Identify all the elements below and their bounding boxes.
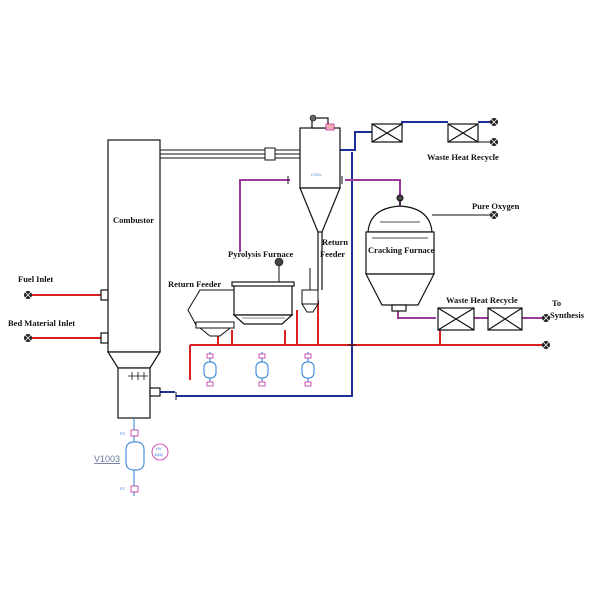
pure-oxygen-label: Pure Oxygen (472, 201, 520, 211)
flue-line-return-main (176, 152, 353, 397)
pump-icon[interactable] (203, 352, 217, 387)
valve-icon[interactable] (542, 314, 550, 322)
valve-icon[interactable] (24, 334, 32, 342)
valve-icon[interactable] (490, 118, 498, 126)
cyclone-top-outlet (311, 117, 329, 129)
valve-icon[interactable] (542, 341, 550, 349)
cracking-furnace[interactable] (365, 205, 435, 312)
combustor[interactable] (100, 139, 162, 419)
hv-valve-icon[interactable] (151, 443, 169, 461)
waste-heat-recycle-bottom[interactable] (437, 307, 523, 331)
cracking-cone (365, 273, 435, 306)
cracking-body (365, 231, 435, 275)
flue-line-whr-top-link (400, 121, 448, 133)
return-feeder-left-label: Return Feeder (168, 279, 221, 289)
vessel-v1003[interactable] (125, 418, 169, 496)
to-synthesis-label-2: Synthesis (550, 310, 585, 320)
pump-icon[interactable] (301, 352, 315, 387)
return-feeder-left[interactable] (187, 289, 235, 337)
flue-line-cyclone-to-whr (340, 131, 372, 151)
valve-icon[interactable] (325, 123, 335, 131)
gauge-icon (309, 114, 317, 122)
pump-icon[interactable] (255, 352, 269, 387)
motor-icon (274, 257, 284, 267)
pipe-breaks (175, 176, 356, 400)
waste-heat-recycle-top-label: Waste Heat Recycle (427, 152, 499, 162)
pyrolysis-lid (231, 281, 295, 287)
fc-tag-top: FC (120, 431, 125, 436)
cyclone[interactable] (299, 117, 341, 290)
waste-heat-recycle-bottom-label: Waste Heat Recycle (446, 295, 518, 305)
feed-pumps (203, 352, 315, 387)
steam-lines (28, 294, 545, 380)
cracking-outlet (391, 304, 407, 312)
pyrolysis-furnace-label: Pyrolysis Furnace (228, 249, 293, 259)
pyrolysis-agitator (274, 257, 284, 282)
return-feeder-right[interactable] (301, 268, 319, 313)
port-icon (396, 194, 404, 202)
hv-tag-2: 1002 (154, 452, 164, 457)
vessel-tag-v1003: V1003 (94, 454, 120, 464)
riser-duct (160, 147, 310, 161)
combustor-riser (107, 139, 161, 353)
combustor-bottom-distributor (128, 372, 148, 380)
combustor-hopper (106, 351, 162, 369)
pyrolysis-bottom (232, 314, 294, 325)
return-feeder-right-label-1: Return (322, 237, 348, 247)
cyclone-cone (299, 187, 341, 233)
bed-material-inlet-label: Bed Material Inlet (8, 318, 75, 328)
gas-line-pyro-to-cyclone (239, 179, 290, 252)
combustor-label: Combustor (113, 215, 154, 225)
return-feeder-right-label-2: Feeder (320, 249, 345, 259)
gas-line-cyclone-to-cracker (345, 179, 401, 205)
valve-icon[interactable] (24, 291, 32, 299)
pyrolysis-body (233, 284, 293, 316)
fuel-inlet-label: Fuel Inlet (18, 274, 53, 284)
combustor-exit-duct (149, 387, 161, 397)
cracking-furnace-label: Cracking Furnace (368, 245, 435, 255)
gas-line-cracker-out (397, 310, 436, 319)
hv-tag-1: HV (156, 446, 162, 451)
cracking-top-ports (396, 194, 404, 207)
terminal-connectors (24, 118, 550, 349)
waste-heat-recycle-top[interactable] (371, 123, 479, 143)
pyrolysis-furnace[interactable] (231, 281, 295, 325)
combustor-inlet-nozzle-fuel (100, 289, 109, 301)
fc-tag-bottom: FC (120, 486, 125, 491)
cyclone-tag: CYCL (311, 172, 322, 177)
valve-icon[interactable] (490, 211, 498, 219)
combustor-inlet-nozzle-bed (100, 332, 109, 344)
combustor-base (117, 367, 151, 419)
cracking-dome (367, 205, 433, 233)
cyclone-body (299, 127, 341, 189)
cyclone-instruments (309, 114, 335, 131)
to-synthesis-label-1: To (552, 298, 561, 308)
valve-icon[interactable] (490, 138, 498, 146)
